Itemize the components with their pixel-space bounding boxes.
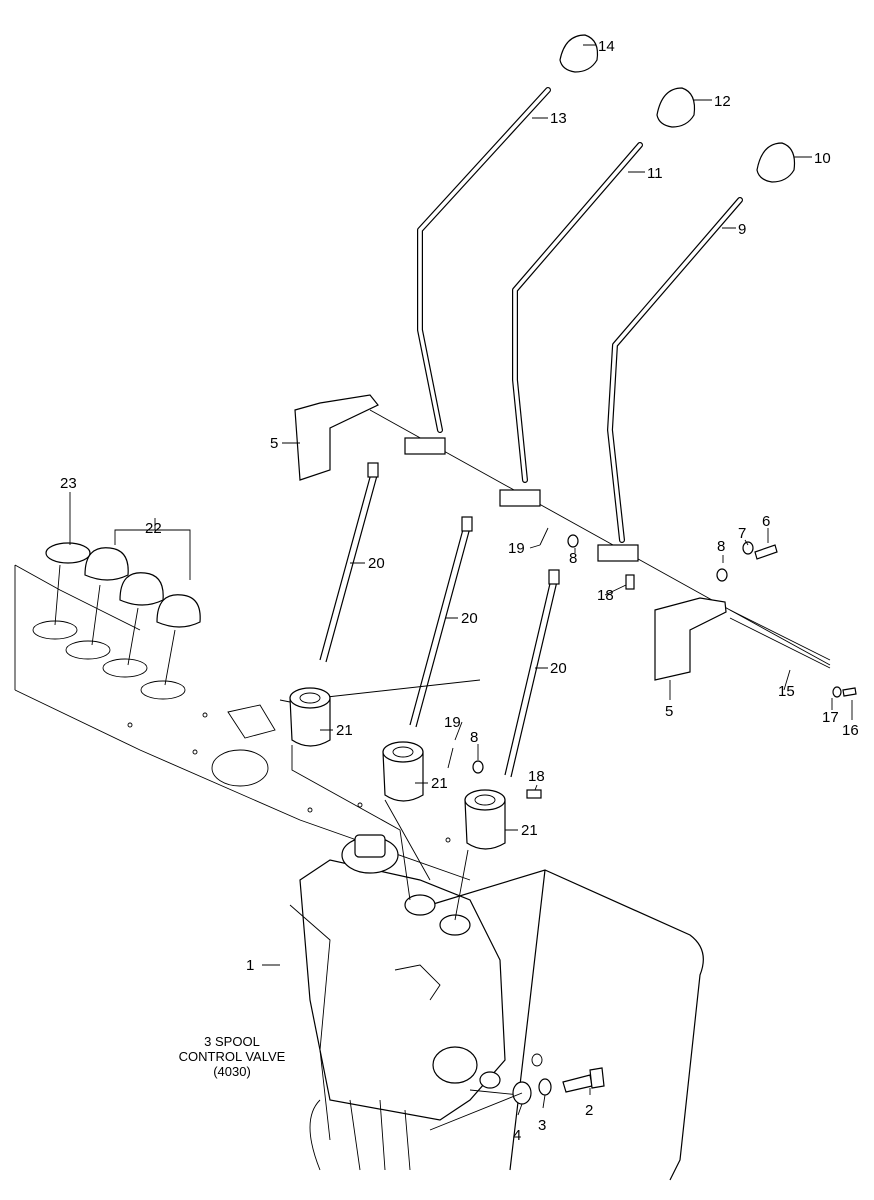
callout-13: 13 [550, 110, 567, 127]
callout-1: 1 [246, 957, 254, 974]
link-rods [319, 462, 560, 778]
valve-housing [289, 834, 704, 1181]
callout-5-right: 5 [665, 703, 673, 720]
valve-caption: 3 SPOOL CONTROL VALVE (4030) [179, 1034, 286, 1079]
lever-11 [512, 142, 643, 483]
callout-19: 19 [444, 714, 461, 731]
lever-13 [417, 87, 551, 433]
washer-3 [538, 1078, 552, 1096]
pivot-block-2 [499, 489, 541, 507]
callout-21: 21 [521, 822, 538, 839]
callout-9: 9 [738, 221, 746, 238]
callouts: 14 13 12 11 10 9 5 5 23 22 20 20 20 21 2… [60, 38, 859, 1144]
fasteners [429, 527, 857, 1131]
callout-8: 8 [569, 550, 577, 567]
caption-line-1: 3 SPOOL [204, 1034, 260, 1049]
callout-10: 10 [814, 150, 831, 167]
knob-10 [756, 142, 796, 183]
callout-5-left: 5 [270, 435, 278, 452]
lever-9 [607, 197, 743, 543]
callout-23: 23 [60, 475, 77, 492]
callout-17: 17 [822, 709, 839, 726]
pivot-block-1 [404, 437, 446, 455]
callout-6: 6 [762, 513, 770, 530]
callout-8: 8 [470, 729, 478, 746]
callout-2: 2 [585, 1102, 593, 1119]
callout-8: 8 [717, 538, 725, 555]
knob-12 [656, 87, 696, 128]
pivot-block-3 [597, 544, 639, 562]
callout-15: 15 [778, 683, 795, 700]
floor-plate [14, 564, 481, 881]
knobs [559, 34, 796, 183]
callout-11: 11 [647, 165, 663, 182]
callout-20: 20 [550, 660, 567, 677]
callout-12: 12 [714, 93, 731, 110]
callout-20: 20 [461, 610, 478, 627]
gaiters-22 [45, 518, 201, 686]
callout-21: 21 [431, 775, 448, 792]
bolt-2 [562, 1074, 593, 1093]
cross-shaft [369, 409, 831, 669]
callout-18: 18 [597, 587, 614, 604]
caption-line-2: CONTROL VALVE [179, 1049, 286, 1064]
callout-14: 14 [598, 38, 615, 55]
callout-16: 16 [842, 722, 859, 739]
callout-21: 21 [336, 722, 353, 739]
caption-line-3: (4030) [213, 1064, 251, 1079]
knob-14 [559, 34, 599, 73]
callout-7: 7 [738, 525, 746, 542]
callout-20: 20 [368, 555, 385, 572]
boots-21 [289, 687, 506, 921]
callout-3: 3 [538, 1117, 546, 1134]
cap-23 [45, 542, 91, 564]
callout-22: 22 [145, 520, 162, 537]
callout-4: 4 [513, 1127, 521, 1144]
bracket-5-right [654, 597, 727, 681]
callout-18: 18 [528, 768, 545, 785]
callout-19: 19 [508, 540, 525, 557]
bracket-5-left [294, 394, 379, 481]
leader-lines [69, 44, 853, 1116]
